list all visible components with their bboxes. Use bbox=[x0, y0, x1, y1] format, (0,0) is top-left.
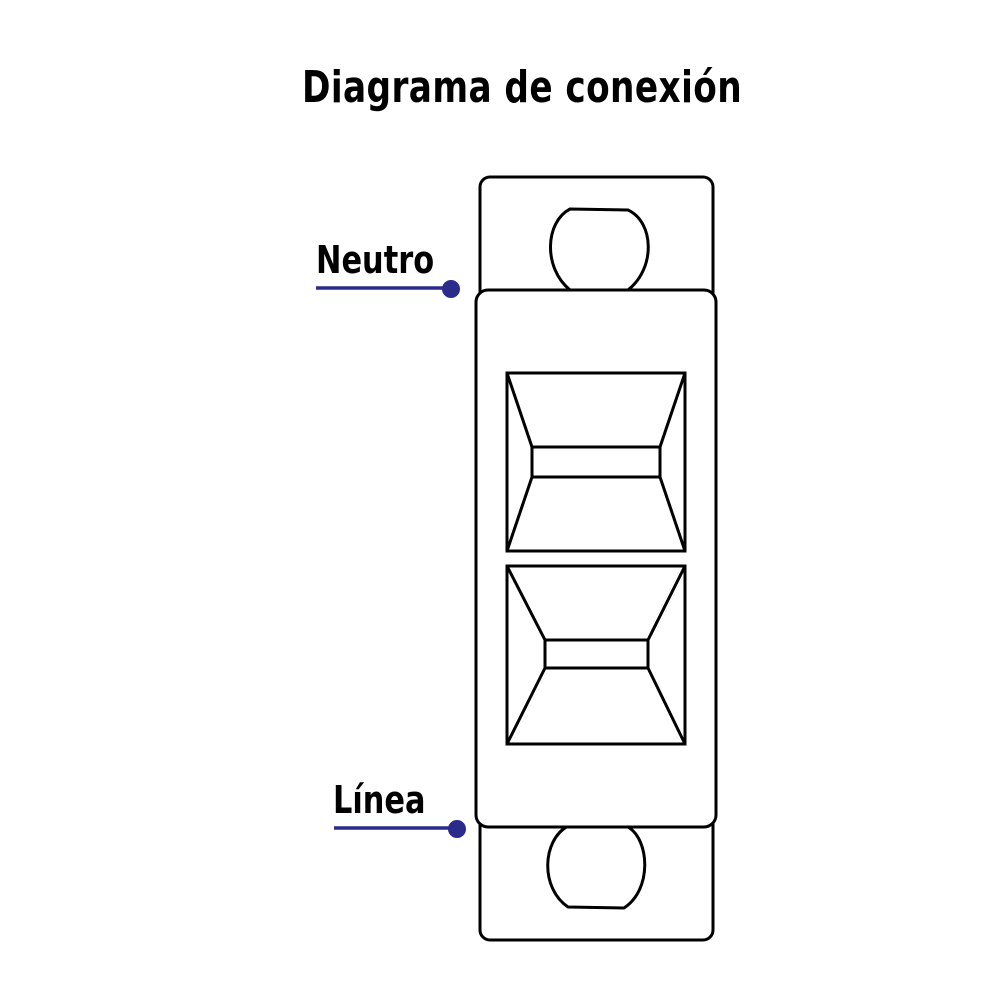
diagram-title: Diagrama de conexión bbox=[301, 62, 743, 113]
lower-switch-rocker bbox=[505, 564, 687, 746]
neutral-label: Neutro bbox=[316, 238, 435, 282]
line-wire bbox=[334, 820, 466, 838]
upper-switch-rocker bbox=[505, 371, 687, 553]
top-screw-hole bbox=[549, 207, 650, 292]
neutral-terminal-dot bbox=[442, 280, 460, 298]
bottom-screw-hole bbox=[546, 824, 647, 910]
neutral-wire bbox=[316, 280, 460, 298]
line-label: Línea bbox=[333, 778, 426, 822]
line-terminal-dot bbox=[448, 820, 466, 838]
device-body bbox=[474, 288, 718, 829]
